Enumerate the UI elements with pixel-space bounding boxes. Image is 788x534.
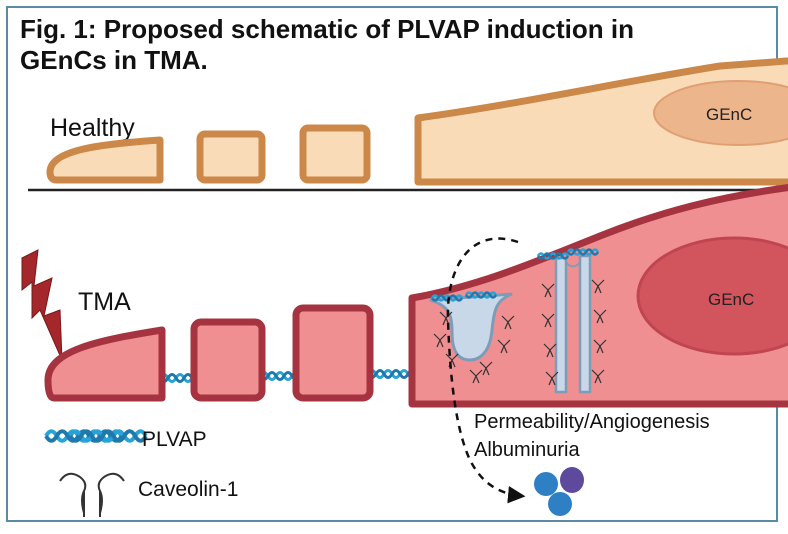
healthy-cell-fragment-2 bbox=[196, 130, 266, 184]
healthy-cell-fragment-3 bbox=[299, 124, 371, 184]
tma-cell-fragment-2 bbox=[190, 318, 266, 402]
caveolin-legend-label: Caveolin-1 bbox=[138, 478, 238, 501]
figure-title-line-2: GEnCs in TMA. bbox=[20, 45, 208, 75]
figure-title: Fig. 1: Proposed schematic of PLVAP indu… bbox=[20, 14, 634, 76]
healthy-nucleus-label: GEnC bbox=[706, 105, 752, 124]
outcome-line-2: Albuminuria bbox=[474, 439, 580, 461]
healthy-label: Healthy bbox=[50, 114, 135, 142]
albumin-protein-icon bbox=[534, 467, 584, 516]
figure-title-line-1: Fig. 1: Proposed schematic of PLVAP indu… bbox=[20, 14, 634, 44]
plvap-legend-label: PLVAP bbox=[142, 428, 207, 451]
tma-panel: TMA GEnC bbox=[21, 184, 788, 516]
tma-cell-fragment-3 bbox=[292, 304, 374, 402]
tma-cell-fragment-1 bbox=[44, 326, 166, 402]
tma-nucleus-label: GEnC bbox=[708, 290, 754, 309]
healthy-panel: Healthy GEnC bbox=[46, 57, 788, 186]
caveola-structure bbox=[429, 291, 515, 384]
lightning-icon bbox=[21, 249, 63, 361]
healthy-nucleus bbox=[653, 80, 788, 146]
tma-label: TMA bbox=[78, 288, 131, 316]
outcome-line-1: Permeability/Angiogenesis bbox=[474, 411, 710, 433]
caveolin-legend-icon bbox=[59, 472, 125, 517]
tma-nucleus bbox=[636, 236, 788, 356]
healthy-cell-fragment-1 bbox=[46, 136, 164, 184]
transport-arrow bbox=[446, 237, 526, 504]
plvap-legend-icon bbox=[46, 431, 146, 440]
transcellular-channel bbox=[536, 248, 607, 394]
legend: PLVAP Caveolin-1 bbox=[46, 428, 238, 517]
